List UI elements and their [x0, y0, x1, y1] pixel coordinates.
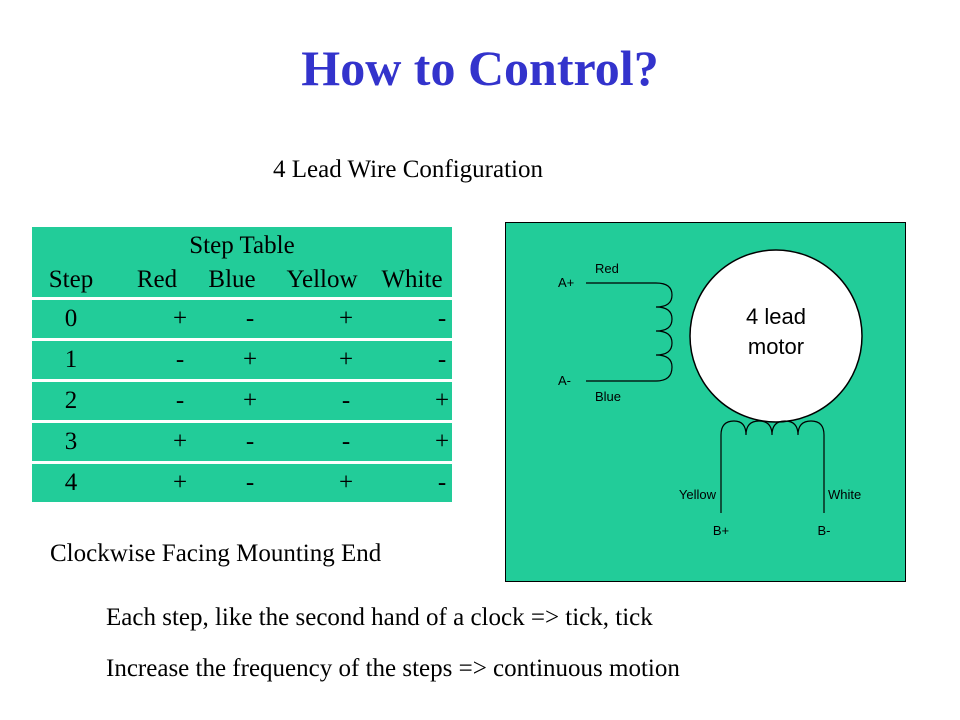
table-row: 1 - + + -	[32, 341, 452, 379]
table-cell: +	[242, 346, 258, 373]
label-b-plus: B+	[713, 523, 729, 538]
table-cell: -	[245, 469, 255, 496]
table-row: 4 + - + -	[32, 464, 452, 502]
table-cell: -	[245, 428, 255, 455]
bullet-text: Increase the frequency of the steps => c…	[106, 655, 680, 682]
motor-label-line2: motor	[748, 334, 804, 359]
bullet-text: Each step, like the second hand of a clo…	[106, 604, 653, 631]
table-cell: +	[434, 387, 450, 414]
step-table-header: Step Table Step Red Blue Yellow White	[32, 227, 452, 297]
table-cell: +	[172, 428, 188, 455]
motor-label-line1: 4 lead	[746, 304, 806, 329]
column-header-red: Red	[136, 266, 178, 293]
label-a-plus: A+	[558, 275, 574, 290]
wiring-diagram: 4 lead motor Red A+ A- Blue Yellow White…	[505, 222, 906, 582]
table-cell: -	[437, 346, 447, 373]
table-cell: -	[175, 346, 185, 373]
label-yellow: Yellow	[679, 487, 717, 502]
table-cell: +	[338, 305, 354, 332]
table-cell: +	[338, 469, 354, 496]
table-cell: +	[242, 387, 258, 414]
slide-title: How to Control?	[301, 40, 659, 96]
table-row: 0 + - + -	[32, 300, 452, 338]
table-cell: +	[172, 305, 188, 332]
label-white: White	[828, 487, 861, 502]
wiring-diagram-svg: 4 lead motor Red A+ A- Blue Yellow White…	[558, 249, 863, 538]
table-caption: Clockwise Facing Mounting End	[50, 540, 382, 567]
column-header-step: Step	[48, 266, 94, 293]
coil-b	[720, 420, 825, 513]
table-cell: -	[341, 387, 351, 414]
step-table-title: Step Table	[189, 232, 295, 259]
motor-circle	[689, 249, 863, 423]
label-red: Red	[595, 261, 619, 276]
coil-a	[586, 282, 673, 382]
table-cell: 0	[64, 305, 78, 332]
label-a-minus: A-	[558, 373, 571, 388]
label-blue: Blue	[595, 389, 621, 404]
table-cell: -	[341, 428, 351, 455]
table-cell: -	[437, 469, 447, 496]
table-cell: 4	[64, 469, 78, 496]
step-table-columns: Step Red Blue Yellow White	[32, 263, 452, 297]
column-header-blue: Blue	[208, 266, 256, 293]
column-header-yellow: Yellow	[286, 266, 358, 293]
table-cell: 1	[64, 346, 78, 373]
label-b-minus: B-	[818, 523, 831, 538]
column-header-white: White	[381, 266, 443, 293]
table-cell: 2	[64, 387, 78, 414]
table-cell: +	[434, 428, 450, 455]
step-table: Step Table Step Red Blue Yellow White 0 …	[32, 227, 452, 502]
table-row: 2 - + - +	[32, 382, 452, 420]
table-cell: -	[175, 387, 185, 414]
table-row: 3 + - - +	[32, 423, 452, 461]
table-cell: -	[437, 305, 447, 332]
table-cell: +	[172, 469, 188, 496]
slide-subtitle: 4 Lead Wire Configuration	[273, 156, 543, 183]
table-cell: -	[245, 305, 255, 332]
table-cell: 3	[64, 428, 78, 455]
table-cell: +	[338, 346, 354, 373]
